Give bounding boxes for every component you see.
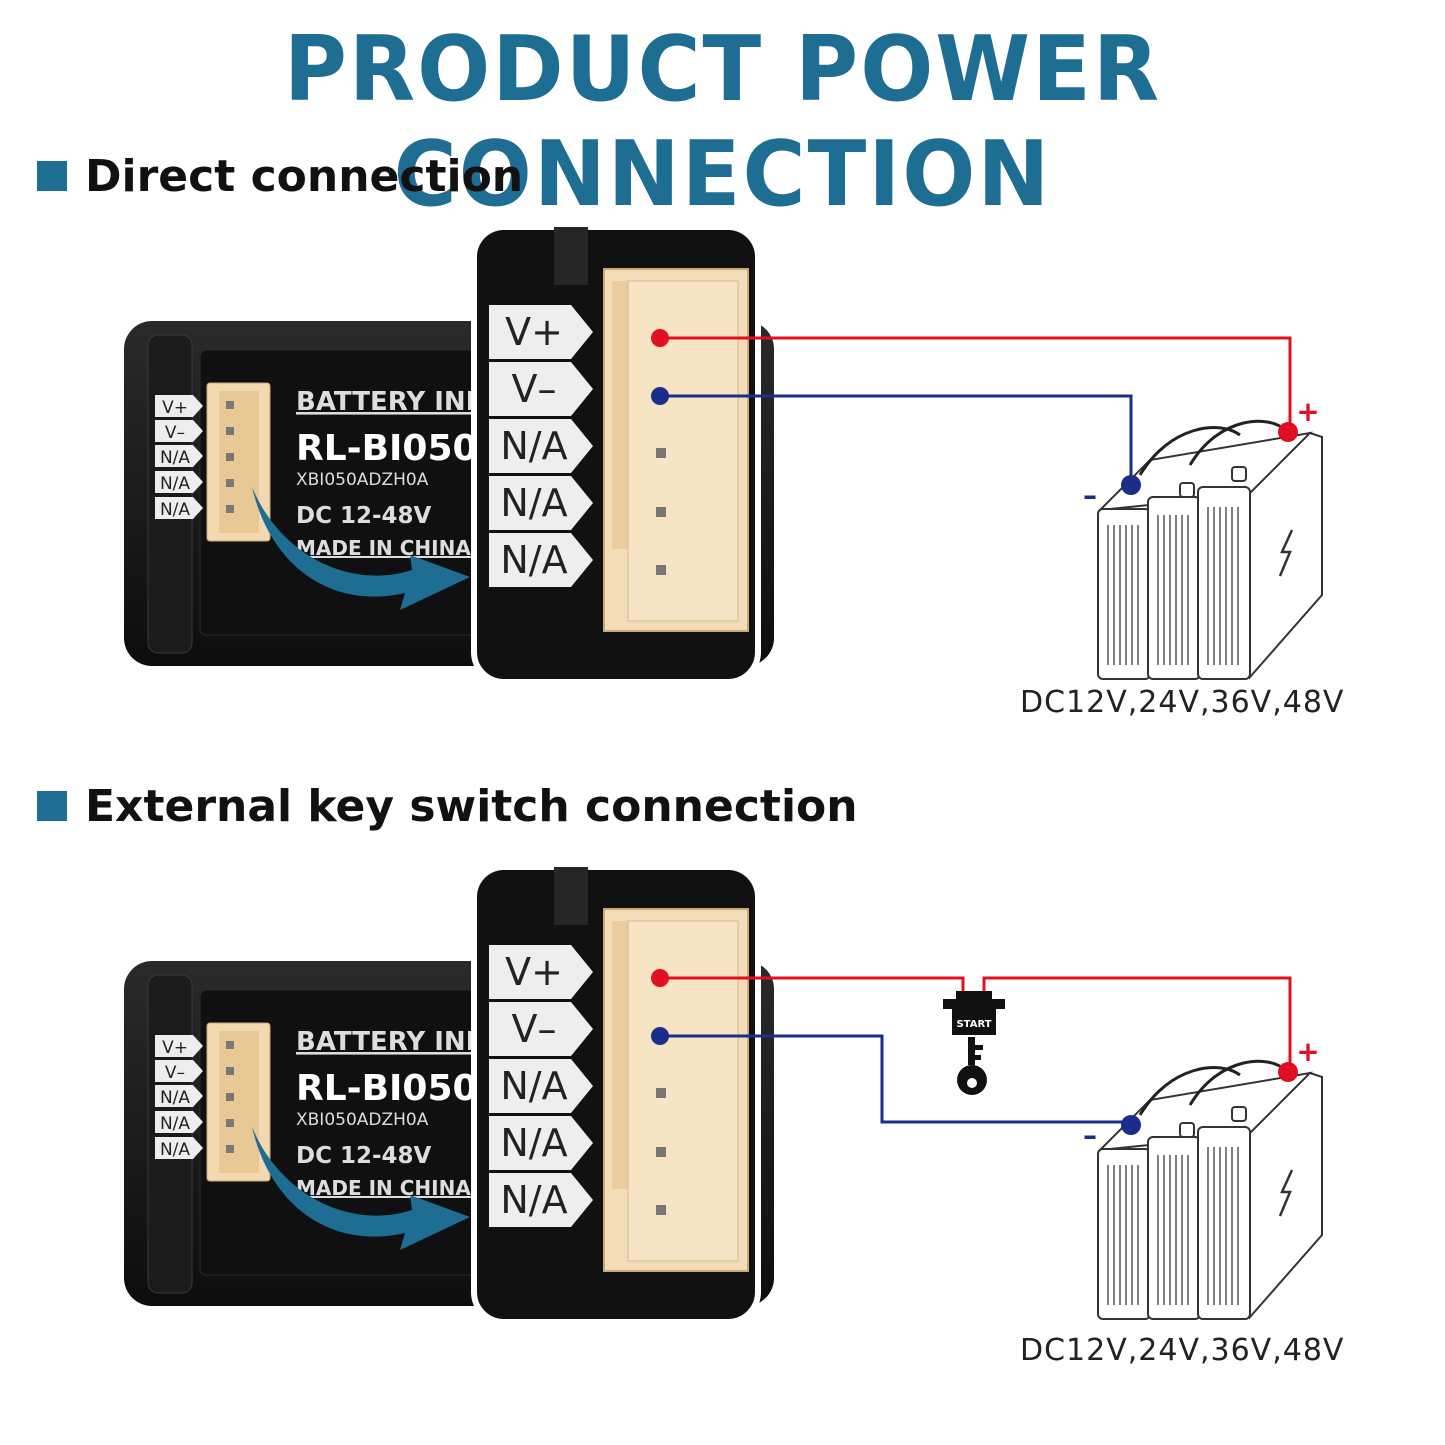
- device-origin-text: MADE IN CHINA: [296, 1176, 471, 1200]
- battery-pack-icon: [1097, 1059, 1323, 1320]
- small-pin-label: V+: [162, 1038, 188, 1058]
- small-pin-labels: V+ V– N/A N/A N/A: [155, 1035, 203, 1160]
- zoom-latch: [554, 227, 588, 285]
- minus-sign: –: [1083, 479, 1097, 512]
- plus-sign: +: [1296, 395, 1319, 428]
- large-pin-label: V+: [505, 310, 563, 354]
- large-pin-label: V–: [512, 1007, 557, 1051]
- small-connector: [206, 382, 271, 542]
- small-pin-label: V–: [165, 423, 185, 443]
- device-brand-text: BATTERY IND: [296, 1027, 487, 1057]
- heading-square-icon: [37, 161, 67, 191]
- zoom-latch: [554, 867, 588, 925]
- large-pin-labels: V+ V– N/A N/A N/A: [489, 305, 593, 587]
- device-code-text: XBI050ADZH0A: [296, 470, 429, 490]
- battery-positive-terminal: [1278, 422, 1298, 442]
- device-brand-text: BATTERY IND: [296, 387, 487, 417]
- small-pin-label: N/A: [160, 1114, 190, 1134]
- section-heading-text: Direct connection: [85, 150, 524, 202]
- wiring: [651, 329, 1292, 482]
- device-clip: [147, 974, 193, 1294]
- small-connector: [206, 1022, 271, 1182]
- device-rating-text: DC 12-48V: [296, 1143, 432, 1169]
- direct-connection-diagram: V+ V– N/A N/A N/A BATTERY IND RL-BI050 X…: [0, 224, 1445, 785]
- battery-positive-terminal: [1278, 1062, 1298, 1082]
- large-pin-label: N/A: [500, 1121, 567, 1165]
- direct-connection-svg: V+ V– N/A N/A N/A BATTERY IND RL-BI050 X…: [124, 224, 1323, 685]
- zoom-arrow-icon: [252, 1127, 470, 1250]
- device-clip: [147, 334, 193, 654]
- section-heading-text: External key switch connection: [85, 780, 858, 832]
- battery-pack-icon: [1097, 419, 1323, 680]
- key-switch-connection-svg: V+ V– N/A N/A N/A BATTERY IND RL-BI050 X…: [124, 864, 1323, 1325]
- large-pin-label: V–: [512, 367, 557, 411]
- plus-sign: +: [1296, 1035, 1319, 1068]
- voltage-label: DC12V,24V,36V,48V: [1020, 685, 1345, 720]
- small-pin-label: N/A: [160, 474, 190, 494]
- page-title: PRODUCT POWER CONNECTION: [283, 17, 1162, 227]
- large-pin-label: N/A: [500, 1064, 567, 1108]
- negative-terminal-dot: [651, 1027, 669, 1045]
- minus-sign: –: [1083, 1119, 1097, 1152]
- positive-terminal-dot: [651, 969, 669, 987]
- large-pin-label: N/A: [500, 481, 567, 525]
- battery-negative-terminal: [1121, 475, 1141, 495]
- section-heading-direct: Direct connection: [37, 146, 523, 206]
- device-rating-text: DC 12-48V: [296, 503, 432, 529]
- large-pin-labels: V+ V– N/A N/A N/A: [489, 945, 593, 1227]
- device-code-text: XBI050ADZH0A: [296, 1110, 429, 1130]
- small-pin-labels: V+ V– N/A N/A N/A: [155, 395, 203, 520]
- start-label: START: [956, 1019, 991, 1030]
- small-pin-label: N/A: [160, 1088, 190, 1108]
- key-switch-icon: START: [943, 991, 1005, 1095]
- device-origin-text: MADE IN CHINA: [296, 536, 471, 560]
- large-pin-label: N/A: [500, 538, 567, 582]
- battery-negative-terminal: [1121, 1115, 1141, 1135]
- small-pin-label: N/A: [160, 1140, 190, 1160]
- wiring: [651, 969, 1292, 1124]
- device-model-text: RL-BI050: [296, 1068, 478, 1109]
- small-pin-label: V+: [162, 398, 188, 418]
- small-pin-label: V–: [165, 1063, 185, 1083]
- large-pin-label: N/A: [500, 1178, 567, 1222]
- small-pin-label: N/A: [160, 448, 190, 468]
- device-model-text: RL-BI050: [296, 428, 478, 469]
- small-pin-label: N/A: [160, 500, 190, 520]
- zoom-arrow-icon: [252, 487, 470, 610]
- section-heading-key-switch: External key switch connection: [37, 776, 858, 836]
- large-pin-label: V+: [505, 950, 563, 994]
- large-pin-label: N/A: [500, 424, 567, 468]
- heading-square-icon: [37, 791, 67, 821]
- positive-terminal-dot: [651, 329, 669, 347]
- negative-terminal-dot: [651, 387, 669, 405]
- large-connector: [603, 908, 749, 1272]
- key-switch-connection-diagram: V+ V– N/A N/A N/A BATTERY IND RL-BI050 X…: [0, 864, 1445, 1425]
- large-connector: [603, 268, 749, 632]
- voltage-label: DC12V,24V,36V,48V: [1020, 1333, 1345, 1368]
